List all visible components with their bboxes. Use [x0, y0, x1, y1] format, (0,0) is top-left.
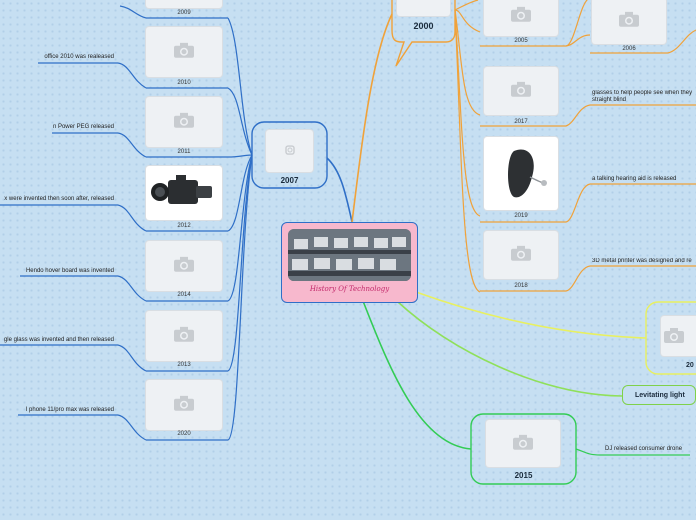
child-2018-image: [484, 231, 558, 279]
camera-icon: [664, 328, 684, 343]
child-2005-image: [484, 0, 558, 36]
child-2014[interactable]: 2014: [146, 241, 222, 303]
camera-icon: [174, 395, 194, 411]
child-2012[interactable]: 2012: [146, 166, 222, 232]
leaf-2010-text: office 2010 was realeased: [44, 54, 114, 60]
child-2014-caption: 2014: [177, 292, 191, 298]
leaf-2012-text: x were invented then soon after, release…: [4, 196, 114, 202]
child-2011-caption: 2011: [177, 149, 191, 155]
child-2009[interactable]: 2009: [146, 0, 222, 18]
child-2013-image: [146, 311, 222, 361]
child-2010-caption: 2010: [177, 80, 191, 86]
node-2007[interactable]: 2007: [252, 122, 327, 188]
camera-icon: [174, 112, 194, 128]
node-2015-image: [486, 420, 560, 467]
node-yellow-image: [661, 316, 696, 356]
child-2019-caption: 2019: [514, 213, 528, 219]
child-2020-caption: 2020: [177, 431, 191, 437]
leaf-2015-text: DJ released consumer drone: [605, 446, 683, 452]
child-2017-image: [484, 67, 558, 115]
node-2007-label: 2007: [280, 176, 299, 185]
child-2013[interactable]: 2013: [146, 311, 222, 373]
child-2014-image: [146, 241, 222, 291]
leaf-2019-text: a talking hearing aid is released: [592, 176, 677, 182]
child-2010-image: [146, 27, 222, 77]
camera-icon: [513, 434, 533, 450]
node-2015-label: 2015: [514, 471, 533, 480]
child-2018-caption: 2018: [514, 283, 528, 289]
child-2019-image: [484, 137, 558, 210]
child-2005-caption: 2005: [514, 38, 528, 44]
node-2015[interactable]: 2015: [471, 414, 576, 484]
child-2012-image: [146, 166, 222, 220]
child-2013-caption: 2013: [177, 362, 191, 368]
central-title: History Of Technology: [309, 285, 390, 293]
camera-photo: [151, 175, 212, 204]
camera-icon: [174, 326, 194, 342]
computer-lab-photo: [288, 229, 411, 281]
camera-icon: [174, 256, 194, 272]
node-2000-image: [397, 0, 450, 16]
child-2011[interactable]: 2011: [146, 97, 222, 159]
leaf-2014-text: Hendo hover board was invented: [25, 268, 114, 274]
hearing-aid-photo: [508, 149, 547, 198]
child-2006[interactable]: 2006: [592, 0, 666, 54]
camera-icon: [511, 6, 531, 22]
camera-icon: [174, 42, 194, 58]
child-2006-caption: 2006: [622, 46, 636, 52]
camera-icon: [619, 11, 639, 27]
node-levitating-light-label: Levitating light: [635, 392, 685, 399]
child-2018[interactable]: 2018: [484, 231, 558, 291]
child-2005[interactable]: 2005: [484, 0, 558, 46]
child-2009-image: [146, 0, 222, 8]
child-2019[interactable]: 2019: [484, 137, 558, 221]
camera-icon: [511, 81, 531, 97]
leaf-2018-text: 3D metal printer was designed and re: [592, 258, 692, 264]
node-levitating-light[interactable]: Levitating light: [622, 385, 696, 405]
central-topic[interactable]: History Of Technology: [281, 222, 418, 303]
child-2017[interactable]: 2017: [484, 67, 558, 127]
node-yellow[interactable]: 20: [646, 302, 696, 374]
node-2000-label: 2000: [413, 21, 434, 31]
child-2020[interactable]: 2020: [146, 380, 222, 442]
leaf-2011-text: n Power PEG released: [52, 124, 114, 130]
child-2006-image: [592, 0, 666, 44]
leaf-2013-text: gle glass was invented and then released: [3, 337, 114, 343]
child-2020-image: [146, 380, 222, 430]
child-2010[interactable]: 2010: [146, 27, 222, 89]
camera-icon: [284, 145, 295, 155]
node-2000[interactable]: 2000: [392, 0, 455, 42]
leaf-2020-text: I phone 11/pro max was released: [25, 407, 114, 413]
child-2011-image: [146, 97, 222, 147]
camera-icon: [511, 245, 531, 261]
child-2012-caption: 2012: [177, 223, 191, 229]
child-2009-caption: 2009: [177, 10, 191, 16]
node-2007-image: [266, 130, 313, 172]
leaf-2017-text: glasses to help people see when they str…: [592, 90, 693, 103]
child-2017-caption: 2017: [514, 119, 528, 125]
computer-rows-image: [288, 229, 411, 281]
node-yellow-label: 20: [686, 362, 694, 369]
